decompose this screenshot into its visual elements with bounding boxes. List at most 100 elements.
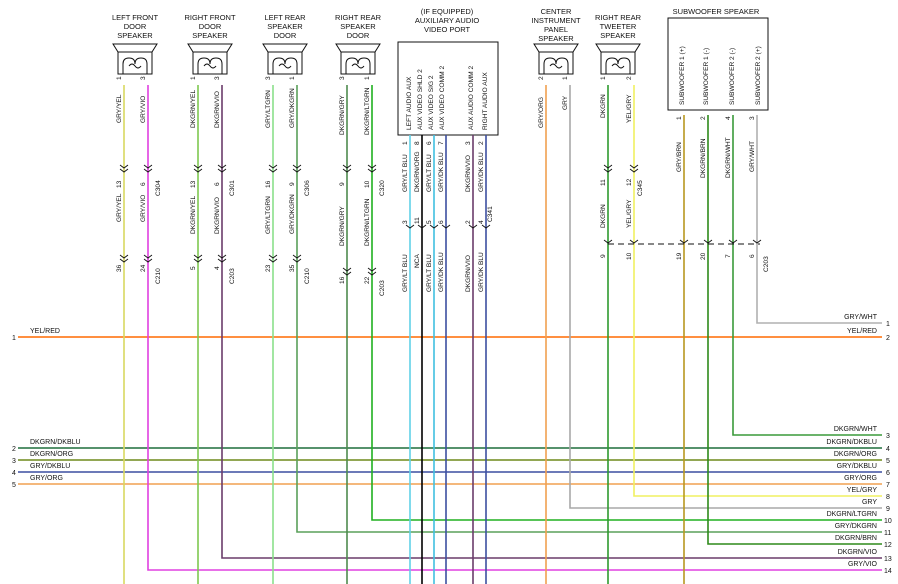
aux-inner-5: AUX AUDIO COMM 2 (468, 66, 475, 130)
hdr-ctr-2: INSTRUMENT (531, 16, 581, 25)
c341-pin-1: 3 (402, 220, 409, 224)
pin-aux-6: 6 (426, 141, 433, 145)
right-lbl-9: GRY (862, 499, 877, 506)
aux-inner-3: AUX VIDEO SIG 2 (428, 75, 435, 130)
pin-ctr-1: 1 (562, 76, 569, 80)
lbl-low-5: DKGRN/VIO (465, 255, 472, 292)
c203c-pin-1: 9 (600, 254, 607, 258)
left-lbl-4: GRY/DKBLU (30, 463, 70, 470)
wire-labels-top: GRY/YEL GRY/VIO DKGRN/YEL DKGRN/VIO GRY/… (116, 87, 633, 135)
header-tweeter-speaker: RIGHT REAR TWEETER SPEAKER (595, 13, 642, 40)
c210b-name: C210 (304, 268, 311, 284)
wire-dkgrn-ltgrn (371, 85, 882, 521)
c306-name: C306 (304, 180, 311, 196)
lbl-top-gry: GRY (562, 95, 569, 110)
right-lbl-13: DKGRN/VIO (838, 549, 878, 556)
hdr-ctr-4: SPEAKER (538, 34, 574, 43)
lbl-aux-4: GRY/DK BLU (438, 152, 445, 192)
pin-ctr-2: 2 (538, 76, 545, 80)
right-lbl-2: YEL/RED (847, 328, 877, 335)
speaker-lr-icon (262, 43, 308, 75)
hdr-subwoofer: SUBWOOFER SPEAKER (673, 7, 760, 16)
hdr-lf-1: LEFT FRONT (112, 13, 159, 22)
lbl-sub-gry-brn: GRY/BRN (676, 142, 683, 172)
c341-pin-6: 4 (478, 220, 485, 224)
sub-inner-3: SUBWOOFER 2 (-) (729, 48, 736, 105)
c304-pin-a: 13 (116, 180, 123, 188)
left-lbl-3: DKGRN/ORG (30, 451, 73, 458)
aux-port-box (397, 41, 499, 136)
pin-rt-1: 1 (600, 76, 607, 80)
lbl-top-gry-vio: GRY/VIO (140, 96, 147, 123)
lbl-mid-dkgrn-gry: DKGRN/GRY (339, 206, 346, 246)
hdr-rf-3: SPEAKER (192, 31, 228, 40)
pin-aux-7: 7 (438, 141, 445, 145)
c301-pin-a: 13 (190, 180, 197, 188)
c203a-pin-a: 5 (190, 266, 197, 270)
c210a-pin-a: 36 (116, 264, 123, 272)
pin-rf-1: 1 (190, 76, 197, 80)
right-lbl-3: DKGRN/WHT (834, 426, 878, 433)
c306-pin-b: 9 (289, 182, 296, 186)
left-num-5: 5 (12, 482, 16, 489)
speaker-lf-icon (112, 43, 158, 75)
pin-aux-3: 3 (465, 141, 472, 145)
hdr-lr-1: LEFT REAR (264, 13, 306, 22)
c301-pin-b: 6 (214, 182, 221, 186)
wire-gry (569, 85, 882, 509)
hdr-aux-2: AUXILIARY AUDIO (415, 16, 479, 25)
lbl-top-dkgrn-ltgrn: DKGRN/LTGRN (364, 87, 371, 135)
left-lbl-2: DKGRN/DKBLU (30, 439, 81, 446)
sub-inner-1: SUBWOOFER 1 (+) (679, 46, 686, 105)
right-num-5: 5 (886, 458, 890, 465)
right-num-9: 9 (886, 506, 890, 513)
pin-sub-4: 4 (725, 116, 732, 120)
lbl-mid-dkgrn: DKGRN (600, 204, 607, 228)
left-num-3: 3 (12, 458, 16, 465)
lbl-mid-gry-dkgrn: GRY/DKGRN (289, 194, 296, 234)
hdr-rf-2: DOOR (199, 22, 222, 31)
wire-dkgrn-vio (221, 85, 882, 559)
hdr-rr-3: DOOR (347, 31, 370, 40)
header-aux-port: (IF EQUIPPED) AUXILIARY AUDIO VIDEO PORT (415, 7, 479, 34)
right-lbl-7: GRY/ORG (844, 475, 877, 482)
wire-dkgrn-brn (707, 115, 882, 545)
lbl-sub-dkgrn-brn: DKGRN/BRN (700, 138, 707, 178)
hdr-lr-2: SPEAKER (267, 22, 303, 31)
c341-name: C341 (487, 206, 494, 222)
left-num-1: 1 (12, 335, 16, 342)
speaker-symbols (112, 43, 641, 75)
right-lbl-12: DKGRN/BRN (835, 535, 877, 542)
lbl-mid-gry-vio: GRY/VIO (140, 195, 147, 222)
pin-lr-3: 3 (265, 76, 272, 80)
right-num-8: 8 (886, 494, 890, 501)
lbl-top-gry-dkgrn: GRY/DKGRN (289, 88, 296, 128)
c203b-pin-a: 16 (339, 276, 346, 284)
lbl-aux-3: GRY/LT BLU (426, 154, 433, 192)
lbl-mid-dkgrn-yel: DKGRN/YEL (190, 196, 197, 234)
c320-name: C320 (379, 180, 386, 196)
connector-labels: 13 6 C304 13 6 C301 16 9 C306 9 10 C320 … (116, 178, 770, 296)
right-num-2: 2 (886, 335, 890, 342)
hdr-ctr-3: PANEL (544, 25, 568, 34)
right-num-13: 13 (884, 556, 892, 563)
hdr-aux-1: (IF EQUIPPED) (421, 7, 474, 16)
c341-pin-3: 5 (426, 220, 433, 224)
lbl-low-3: GRY/LT BLU (426, 254, 433, 292)
wire-labels-sub: GRY/BRN DKGRN/BRN DKGRN/WHT GRY/WHT (676, 137, 756, 178)
hdr-rr-1: RIGHT REAR (335, 13, 382, 22)
lbl-low-nca: NCA (414, 253, 421, 268)
pin-rr-1: 1 (364, 76, 371, 80)
lbl-aux-1: GRY/LT BLU (402, 154, 409, 192)
c203c-pin-2: 10 (626, 252, 633, 260)
hdr-aux-3: VIDEO PORT (424, 25, 471, 34)
lbl-low-6: GRY/DK BLU (478, 252, 485, 292)
c210b-pin-a: 23 (265, 264, 272, 272)
header-right-front-speaker: RIGHT FRONT DOOR SPEAKER (184, 13, 236, 40)
right-num-12: 12 (884, 542, 892, 549)
aux-inner-6: RIGHT AUDIO AUX (482, 72, 489, 130)
right-num-3: 3 (886, 433, 890, 440)
lbl-mid-dkgrn-ltgrn: DKGRN/LTGRN (364, 198, 371, 246)
lbl-top-gry-org: GRY/ORG (538, 97, 545, 128)
sub-inner-4: SUBWOOFER 2 (+) (755, 46, 762, 105)
